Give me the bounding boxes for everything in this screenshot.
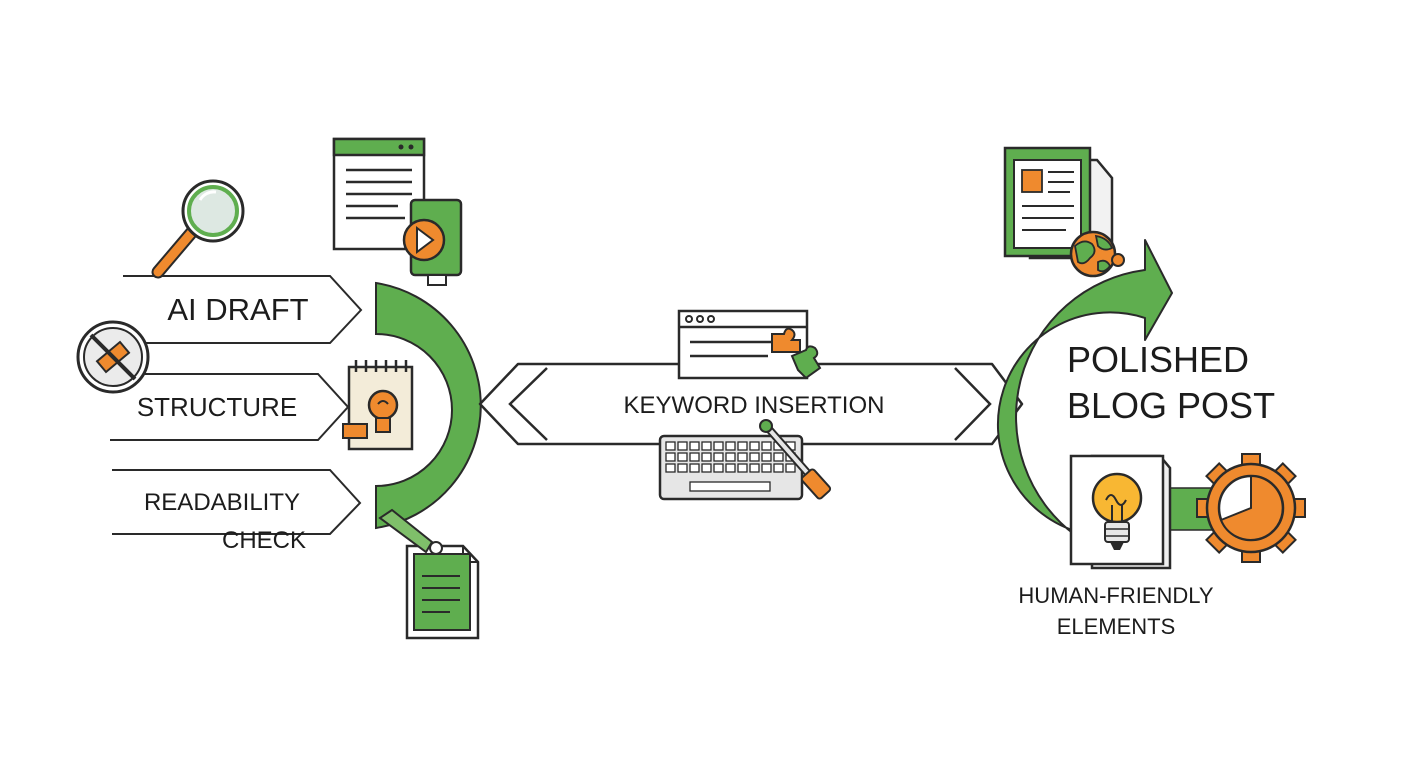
human-friendly-label-line2: ELEMENTS [1057,614,1176,639]
polished-label-line2: BLOG POST [1067,385,1275,426]
ai-draft-label: AI DRAFT [167,292,308,327]
keyboard-key [761,441,772,451]
left-green-arc [375,281,482,530]
keyboard-key [665,441,676,451]
keyboard-key [713,441,724,451]
keyboard-icon [658,434,804,501]
keyboard-key [677,463,688,473]
keyboard-key [737,463,748,473]
arrow-left-chevron [508,367,548,441]
keyboard-key [713,463,724,473]
pen-tool-icon [759,419,832,500]
structure-label: STRUCTURE [137,392,297,422]
keyboard-key [689,463,700,473]
ai-draft-banner [123,275,363,344]
readability-label-line1: READABILITY [144,489,300,516]
keyboard-key [785,463,796,473]
arrow-right-chevron [954,367,992,441]
keyboard-key [749,463,760,473]
keyboard-key [665,463,676,473]
keyboard-key [689,441,700,451]
keyboard-key [701,441,712,451]
lightbulb-notepad-icon [342,360,414,451]
keyboard-key [725,441,736,451]
right-green-arc [996,239,1173,536]
keyboard-key [761,463,772,473]
lightbulb-card-icon [1069,454,1172,570]
human-friendly-label-line1: HUMAN-FRIENDLY [1018,583,1213,608]
keyboard-key [713,452,724,462]
globe-icon [1069,230,1125,278]
readability-banner [112,469,362,535]
play-button-icon [402,198,463,286]
no-symbol-icon [76,320,150,394]
keyboard-key [701,452,712,462]
browser-puzzle-icon [677,309,822,380]
keyboard-key [725,452,736,462]
keyboard-key [773,463,784,473]
readability-label-line2: CHECK [222,527,306,554]
keyboard-key [689,452,700,462]
polished-label-line1: POLISHED [1067,339,1249,380]
keyboard-key [725,463,736,473]
gear-chart-icon [1196,453,1306,563]
keyboard-key [665,452,676,462]
keyboard-key [761,452,772,462]
document-with-clip-icon [378,508,480,640]
magnifier-icon [151,179,245,279]
keyword-insertion-arrow [478,362,1024,446]
keyboard-key [701,463,712,473]
keyboard-key [677,452,688,462]
keyboard-key [773,452,784,462]
keyword-insertion-label: KEYWORD INSERTION [624,392,885,419]
keyboard-key [749,452,760,462]
keyboard-key [677,441,688,451]
keyboard-key [737,452,748,462]
keyboard-key [737,441,748,451]
keyboard-key [749,441,760,451]
